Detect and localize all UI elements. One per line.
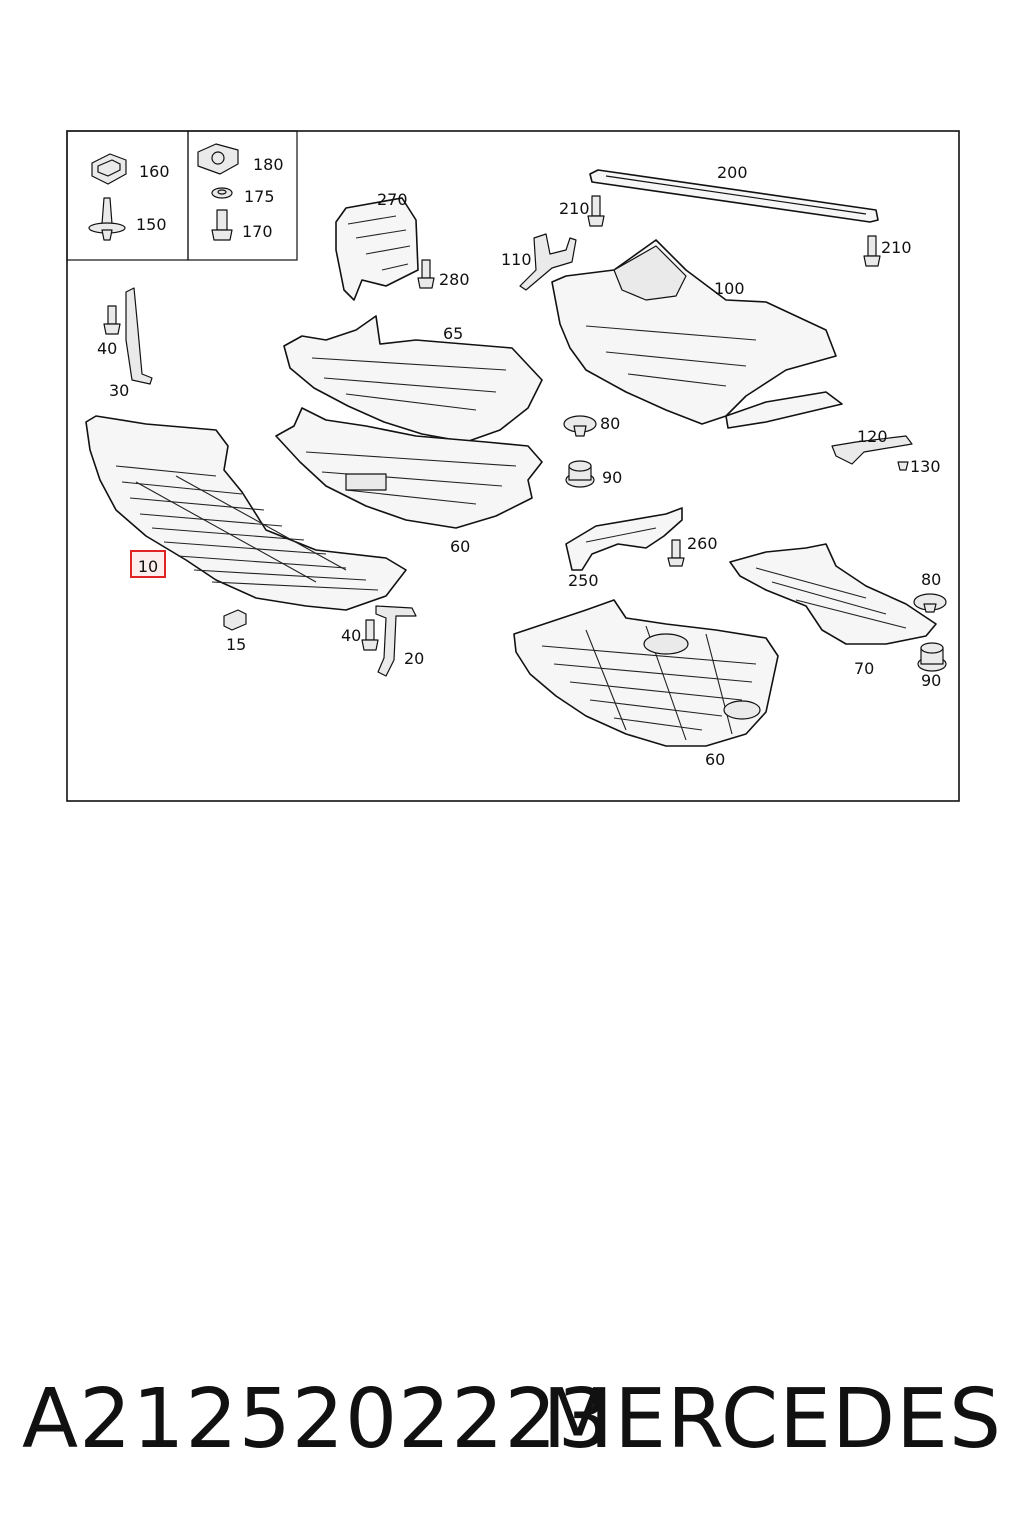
panel-60-lower-icon [513,599,779,747]
bolt-170-icon [211,209,233,241]
panel-65-icon [283,315,543,443]
nut-clip-180-icon [197,143,239,175]
label-40-lower: 40 [341,626,361,645]
bracket-270-icon [335,197,419,301]
bushing-90-lower-icon [917,642,947,672]
highlight-part-10[interactable]: 10 [130,550,166,578]
bracket-20-icon [375,605,417,677]
label-60-lower: 60 [705,750,725,769]
panel-100-icon [551,239,843,429]
label-210-left: 210 [559,199,590,218]
label-80-upper: 80 [600,414,620,433]
clip-160-icon [91,153,127,185]
bolt-260-icon [667,539,685,567]
label-200: 200 [717,163,748,182]
label-70: 70 [854,659,874,678]
bolt-280-icon [417,259,435,289]
bolt-40-upper-icon [103,305,121,335]
clip-15-icon [223,609,247,631]
label-15: 15 [226,635,246,654]
bolt-210-right-icon [863,235,881,267]
footer: A2125202223 MERCEDES [0,1372,1024,1482]
label-210-right: 210 [881,238,912,257]
label-80-lower: 80 [921,570,941,589]
fastener-box-right [187,130,298,261]
panel-60-upper-icon [275,407,543,529]
parts-diagram: 10 160 150 [66,130,960,802]
label-30: 30 [109,381,129,400]
bushing-90-upper-icon [565,460,595,488]
label-110: 110 [501,250,532,269]
label-260: 260 [687,534,718,553]
label-270: 270 [377,190,408,209]
panel-70-icon [729,543,937,645]
mount-80-lower-icon [913,593,947,613]
label-130: 130 [910,457,941,476]
label-170: 170 [242,222,273,241]
brand-name: MERCEDES [542,1372,1002,1467]
mount-80-upper-icon [563,415,597,437]
washer-175-icon [211,187,233,199]
label-250: 250 [568,571,599,590]
label-20: 20 [404,649,424,668]
label-65: 65 [443,324,463,343]
label-160: 160 [139,162,170,181]
label-180: 180 [253,155,284,174]
bolt-210-left-icon [587,195,605,227]
bracket-250-icon [565,507,683,571]
clip-130-icon [897,461,909,471]
label-90-upper: 90 [602,468,622,487]
label-100: 100 [714,279,745,298]
underpanel-10-icon [85,415,407,611]
part-number: A2125202223 [22,1372,611,1467]
label-90-lower: 90 [921,671,941,690]
bolt-40-lower-icon [361,619,379,651]
label-280: 280 [439,270,470,289]
bracket-110-icon [519,233,577,291]
label-175: 175 [244,187,275,206]
svg-text:10: 10 [138,557,158,576]
bracket-120-icon [831,435,913,465]
label-40-upper: 40 [97,339,117,358]
push-pin-150-icon [88,197,126,241]
label-60-upper: 60 [450,537,470,556]
label-150: 150 [136,215,167,234]
label-120: 120 [857,427,888,446]
bracket-30-icon [125,287,153,385]
strut-bar-200-icon [589,169,879,223]
